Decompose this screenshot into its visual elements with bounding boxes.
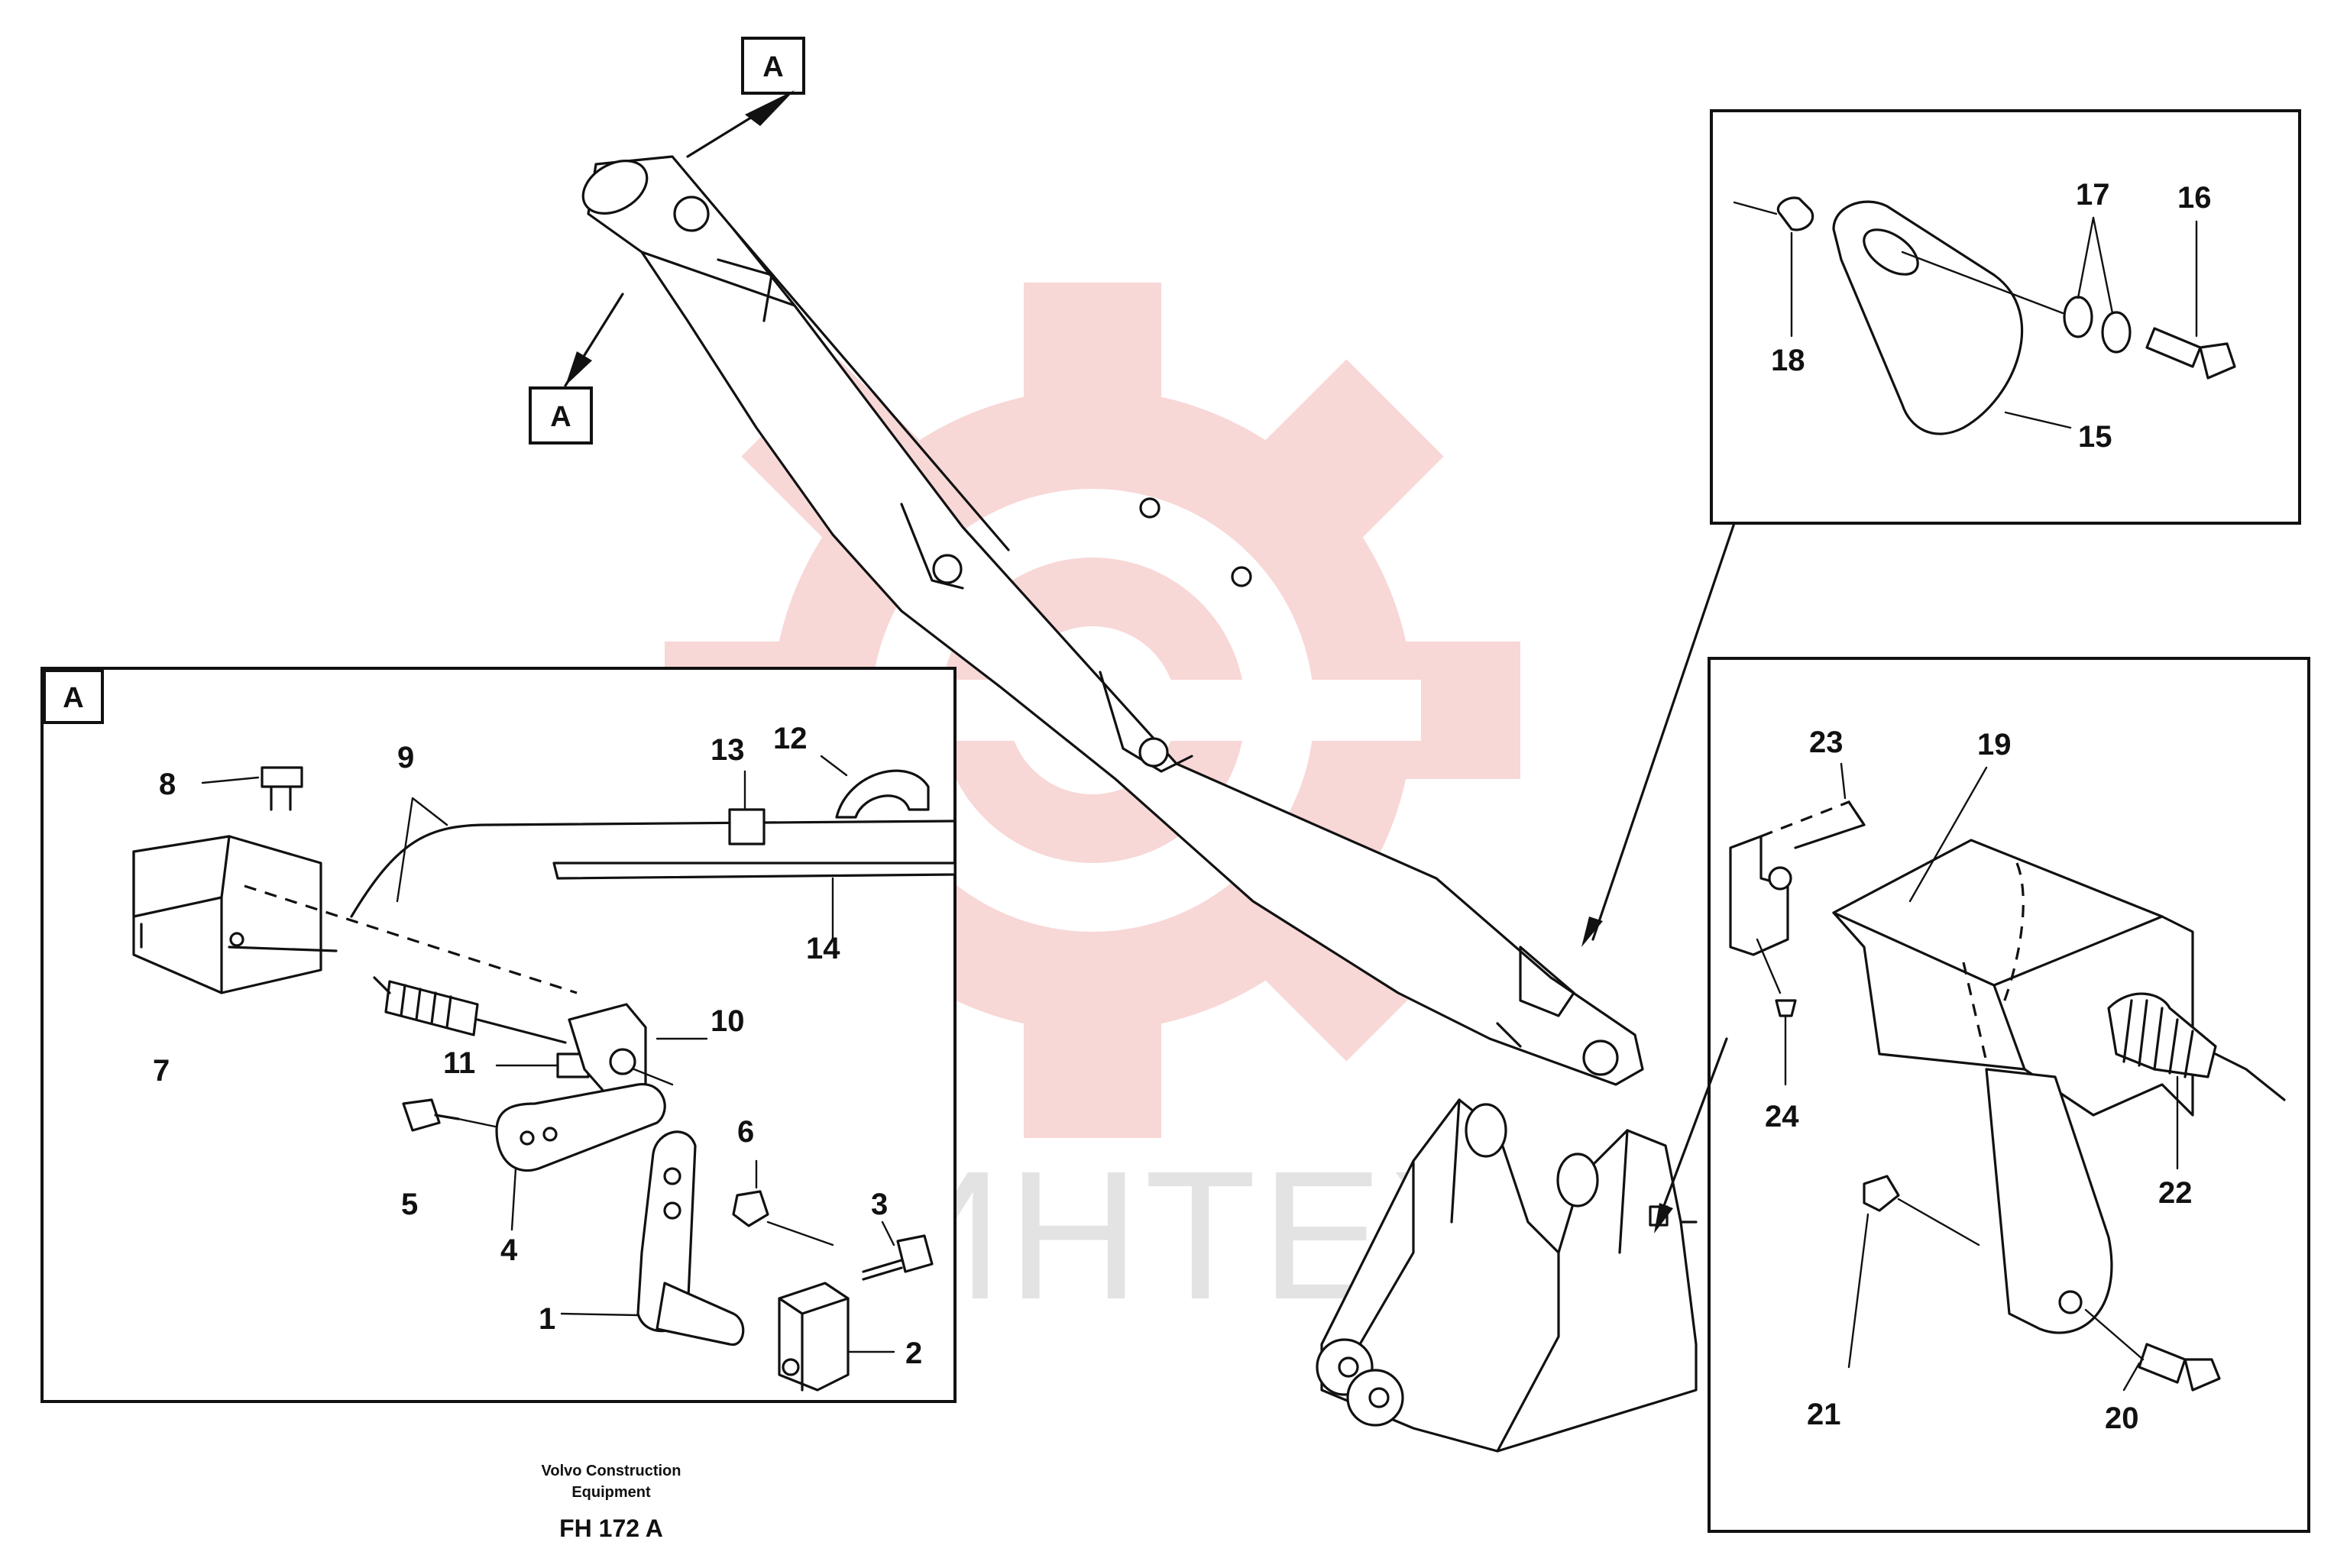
boom-arm-illustration bbox=[581, 155, 1644, 1086]
callout-16: 16 bbox=[2177, 181, 2212, 215]
callout-12: 12 bbox=[773, 722, 808, 755]
callout-18: 18 bbox=[1771, 344, 1805, 377]
callout-15: 15 bbox=[2078, 420, 2112, 454]
view-a-callout-bottom: A bbox=[529, 293, 624, 445]
callout-20: 20 bbox=[2105, 1402, 2139, 1435]
callout-9: 9 bbox=[397, 741, 414, 774]
callout-7: 7 bbox=[153, 1054, 170, 1088]
callout-1: 1 bbox=[539, 1302, 555, 1336]
view-a-label-top: A bbox=[762, 51, 783, 83]
detail-panel-upper bbox=[1581, 109, 2301, 947]
callout-4: 4 bbox=[500, 1233, 518, 1267]
callout-3: 3 bbox=[871, 1188, 888, 1221]
view-a-label-bottom: A bbox=[550, 401, 571, 433]
callout-6: 6 bbox=[737, 1115, 754, 1149]
footer-block: Volvo Construction Equipment FH 172 A bbox=[542, 1463, 681, 1542]
callout-19: 19 bbox=[1977, 728, 2012, 761]
detail-panel-lower bbox=[1654, 657, 2310, 1533]
callout-2: 2 bbox=[905, 1337, 922, 1370]
footer-company-line1: Volvo Construction bbox=[542, 1463, 681, 1479]
callout-17: 17 bbox=[2076, 178, 2110, 212]
boom-base-illustration bbox=[1316, 1098, 1698, 1453]
callout-numbers: 1 2 3 4 5 6 7 8 9 10 11 12 13 14 15 16 1… bbox=[153, 178, 2212, 1435]
callout-21: 21 bbox=[1807, 1398, 1841, 1431]
detail-panel-a-label: A bbox=[63, 682, 83, 714]
footer-company-line2: Equipment bbox=[571, 1484, 651, 1501]
callout-13: 13 bbox=[711, 733, 745, 767]
callout-11: 11 bbox=[443, 1046, 475, 1080]
callout-8: 8 bbox=[159, 768, 176, 801]
callout-10: 10 bbox=[711, 1004, 745, 1038]
callout-22: 22 bbox=[2158, 1176, 2193, 1210]
callout-24: 24 bbox=[1765, 1100, 1799, 1133]
view-a-callout-top: A bbox=[686, 37, 805, 158]
callout-14: 14 bbox=[806, 932, 840, 965]
footer-drawing-code: FH 172 A bbox=[559, 1515, 663, 1542]
callout-5: 5 bbox=[401, 1188, 418, 1221]
detail-panel-a: A bbox=[40, 667, 957, 1403]
callout-23: 23 bbox=[1809, 726, 1844, 759]
